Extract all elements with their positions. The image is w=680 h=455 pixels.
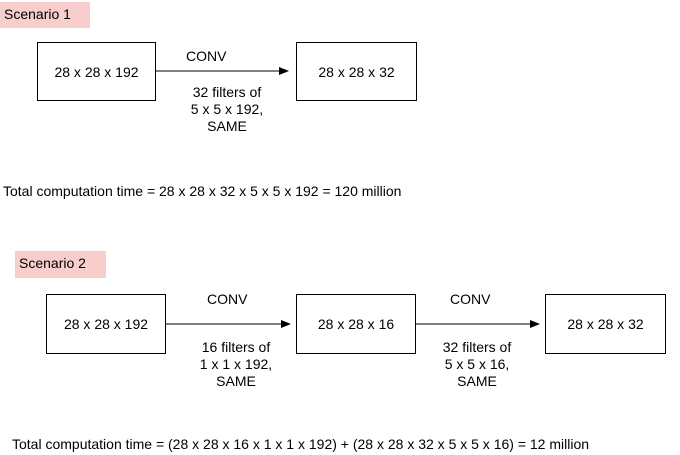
scenario-1-filter-description: 32 filters of 5 x 5 x 192, SAME bbox=[168, 84, 286, 135]
scenario-2-filter1-line-3: SAME bbox=[216, 373, 256, 389]
scenario-2-tag: Scenario 2 bbox=[15, 251, 106, 278]
scenario-2-middle-box: 28 x 28 x 16 bbox=[296, 294, 416, 354]
scenario-2-input-box: 28 x 28 x 192 bbox=[46, 294, 166, 354]
scenario-2-middle-label: 28 x 28 x 16 bbox=[317, 316, 395, 332]
scenario-2-conv2-label: CONV bbox=[450, 291, 491, 307]
scenario-1-filter-line-3: SAME bbox=[207, 118, 247, 134]
scenario-2-filter2-line-3: SAME bbox=[457, 373, 497, 389]
scenario-2-conv1-label: CONV bbox=[207, 291, 248, 307]
scenario-1-filter-line-2: 5 x 5 x 192, bbox=[190, 101, 264, 117]
scenario-2-filter1-description: 16 filters of 1 x 1 x 192, SAME bbox=[178, 339, 294, 390]
scenario-2-filter1-line-1: 16 filters of bbox=[201, 339, 271, 355]
scenario-2-filter2-line-2: 5 x 5 x 16, bbox=[444, 356, 510, 372]
scenario-1-input-label: 28 x 28 x 192 bbox=[54, 63, 139, 80]
scenario-1-filter-line-1: 32 filters of bbox=[192, 84, 262, 100]
scenario-2-filter2-line-1: 32 filters of bbox=[442, 339, 512, 355]
scenario-2-formula: Total computation time = (28 x 28 x 16 x… bbox=[12, 436, 590, 452]
scenario-1-conv-label: CONV bbox=[186, 48, 227, 64]
scenario-1-output-box: 28 x 28 x 32 bbox=[296, 42, 417, 101]
scenario-2-filter2-description: 32 filters of 5 x 5 x 16, SAME bbox=[418, 339, 536, 390]
scenario-2-input-label: 28 x 28 x 192 bbox=[63, 316, 149, 332]
scenario-2-output-label: 28 x 28 x 32 bbox=[567, 316, 644, 332]
scenario-1-input-box: 28 x 28 x 192 bbox=[37, 42, 156, 101]
scenario-2-filter1-line-2: 1 x 1 x 192, bbox=[199, 356, 273, 372]
scenario-1-formula: Total computation time = 28 x 28 x 32 x … bbox=[3, 183, 402, 199]
scenario-1-tag: Scenario 1 bbox=[0, 2, 90, 28]
scenario-2-output-box: 28 x 28 x 32 bbox=[545, 294, 666, 354]
scenario-1-output-label: 28 x 28 x 32 bbox=[318, 63, 395, 80]
